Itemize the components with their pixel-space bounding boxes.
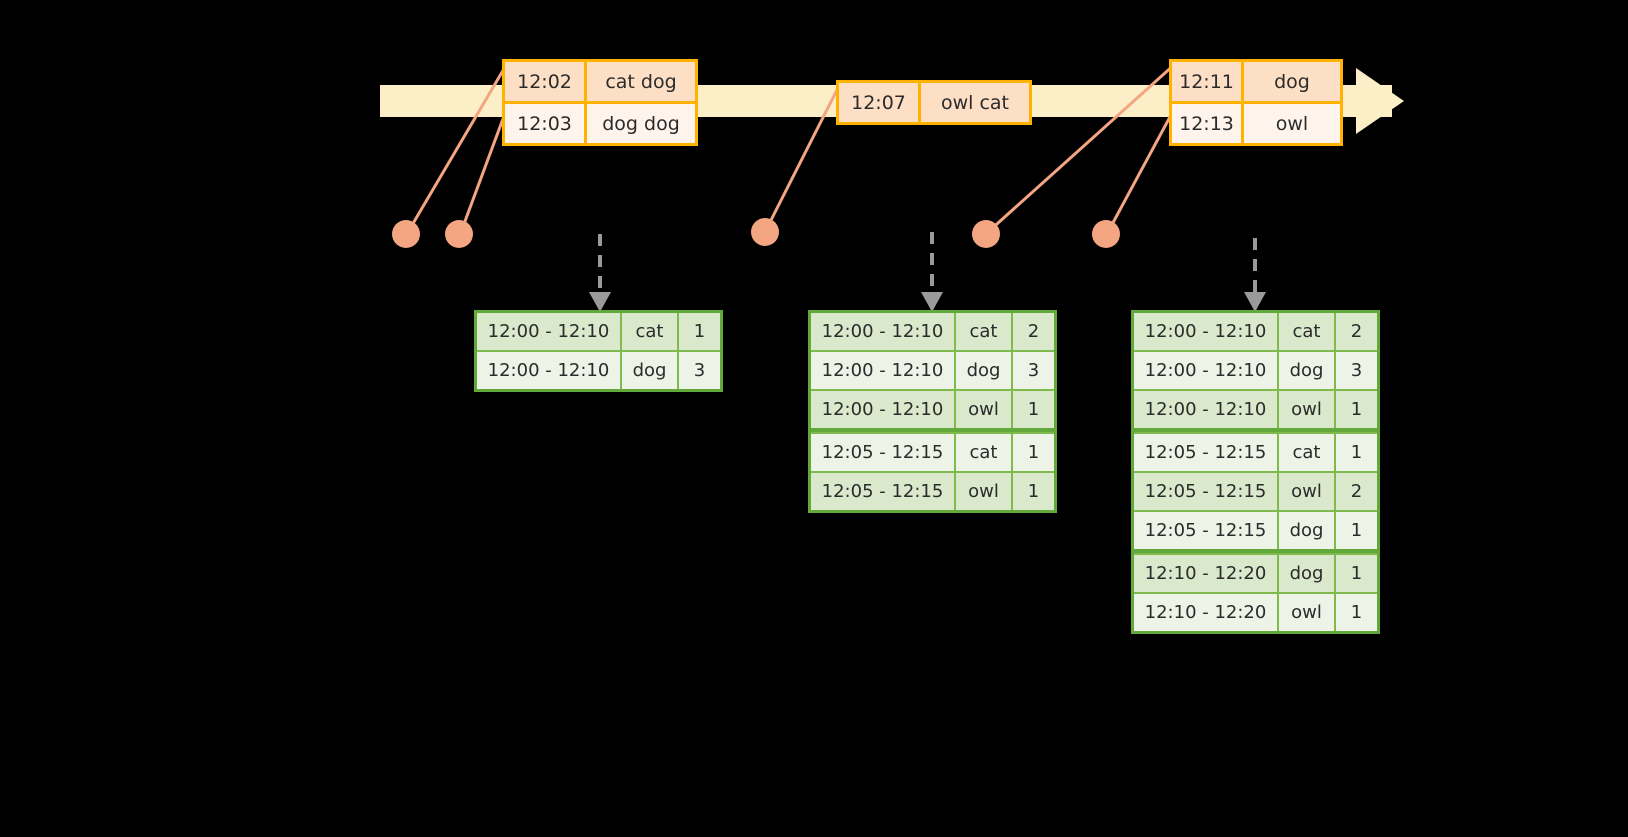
event-words: cat dog <box>587 62 695 101</box>
window-cell: 12:00 - 12:10 <box>811 352 956 389</box>
count-cell: 1 <box>1013 473 1054 510</box>
window-cell: 12:00 - 12:10 <box>1134 391 1279 428</box>
count-cell: 1 <box>1336 512 1377 549</box>
event-group-3[interactable]: 12:11 dog 12:13 owl <box>1169 59 1343 146</box>
word-cell: cat <box>956 434 1013 471</box>
word-cell: cat <box>1279 434 1336 471</box>
event-row[interactable]: 12:11 dog <box>1172 62 1340 101</box>
word-cell: owl <box>956 473 1013 510</box>
emit-arrow-3-head <box>1244 292 1266 312</box>
window-cell: 12:05 - 12:15 <box>1134 473 1279 510</box>
emit-arrow-1-head <box>589 292 611 312</box>
window-cell: 12:00 - 12:10 <box>1134 352 1279 389</box>
event-dot-1202 <box>392 220 420 248</box>
event-dots <box>392 218 1120 248</box>
word-cell: cat <box>622 313 679 350</box>
count-cell: 1 <box>679 313 720 350</box>
event-dot-1211 <box>972 220 1000 248</box>
event-group-2[interactable]: 12:07 owl cat <box>836 80 1032 125</box>
window-cell: 12:05 - 12:15 <box>811 473 956 510</box>
event-row[interactable]: 12:07 owl cat <box>839 83 1029 122</box>
connector-1207 <box>764 83 842 231</box>
window-cell: 12:05 - 12:15 <box>1134 512 1279 549</box>
count-cell: 1 <box>1336 594 1377 631</box>
count-cell: 2 <box>1013 313 1054 350</box>
event-time: 12:13 <box>1172 104 1244 143</box>
event-time: 12:03 <box>505 104 587 143</box>
count-cell: 3 <box>1336 352 1377 389</box>
word-cell: owl <box>1279 391 1336 428</box>
connector-1202 <box>406 61 510 233</box>
event-words: owl <box>1244 104 1340 143</box>
event-group-1[interactable]: 12:02 cat dog 12:03 dog dog <box>502 59 698 146</box>
count-cell: 1 <box>1336 555 1377 592</box>
window-cell: 12:00 - 12:10 <box>477 352 622 389</box>
window-cell: 12:00 - 12:10 <box>811 313 956 350</box>
event-dot-1207 <box>751 218 779 246</box>
event-row[interactable]: 12:13 owl <box>1172 101 1340 143</box>
word-cell: owl <box>1279 473 1336 510</box>
count-cell: 1 <box>1336 434 1377 471</box>
emit-arrows <box>598 232 1257 292</box>
event-words: owl cat <box>921 83 1029 122</box>
window-cell: 12:05 - 12:15 <box>811 434 956 471</box>
count-cell: 1 <box>1013 434 1054 471</box>
word-cell: cat <box>956 313 1013 350</box>
count-cell: 2 <box>1336 473 1377 510</box>
event-time: 12:11 <box>1172 62 1244 101</box>
word-cell: dog <box>956 352 1013 389</box>
event-dot-1203 <box>445 220 473 248</box>
emit-arrow-heads <box>589 292 1266 312</box>
event-dot-1213 <box>1092 220 1120 248</box>
event-time: 12:02 <box>505 62 587 101</box>
word-cell: dog <box>1279 352 1336 389</box>
event-time: 12:07 <box>839 83 921 122</box>
window-cell: 12:00 - 12:10 <box>811 391 956 428</box>
word-cell: cat <box>1279 313 1336 350</box>
window-cell: 12:10 - 12:20 <box>1134 594 1279 631</box>
window-cell: 12:10 - 12:20 <box>1134 555 1279 592</box>
event-row[interactable]: 12:03 dog dog <box>505 101 695 143</box>
event-words: dog <box>1244 62 1340 101</box>
event-words: dog dog <box>587 104 695 143</box>
count-cell: 3 <box>679 352 720 389</box>
word-cell: dog <box>622 352 679 389</box>
count-cell: 3 <box>1013 352 1054 389</box>
word-cell: owl <box>1279 594 1336 631</box>
count-cell: 1 <box>1013 391 1054 428</box>
count-cell: 1 <box>1336 391 1377 428</box>
word-cell: dog <box>1279 512 1336 549</box>
window-cell: 12:00 - 12:10 <box>1134 313 1279 350</box>
window-cell: 12:05 - 12:15 <box>1134 434 1279 471</box>
word-cell: owl <box>956 391 1013 428</box>
word-cell: dog <box>1279 555 1336 592</box>
window-cell: 12:00 - 12:10 <box>477 313 622 350</box>
count-cell: 2 <box>1336 313 1377 350</box>
connector-1213 <box>1106 101 1180 233</box>
emit-arrow-2-head <box>921 292 943 312</box>
event-row[interactable]: 12:02 cat dog <box>505 62 695 101</box>
